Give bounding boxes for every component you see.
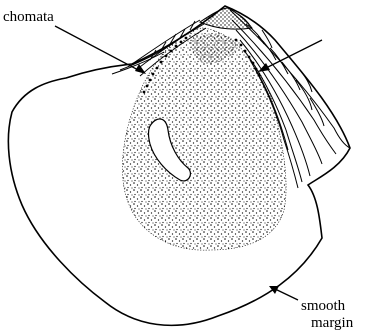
chomata-leader-line: [55, 26, 142, 72]
smooth-margin-label-line1: smooth: [301, 299, 345, 314]
chomata-label: chomata: [3, 10, 54, 25]
smooth-margin-label-line2: margin: [311, 316, 353, 331]
